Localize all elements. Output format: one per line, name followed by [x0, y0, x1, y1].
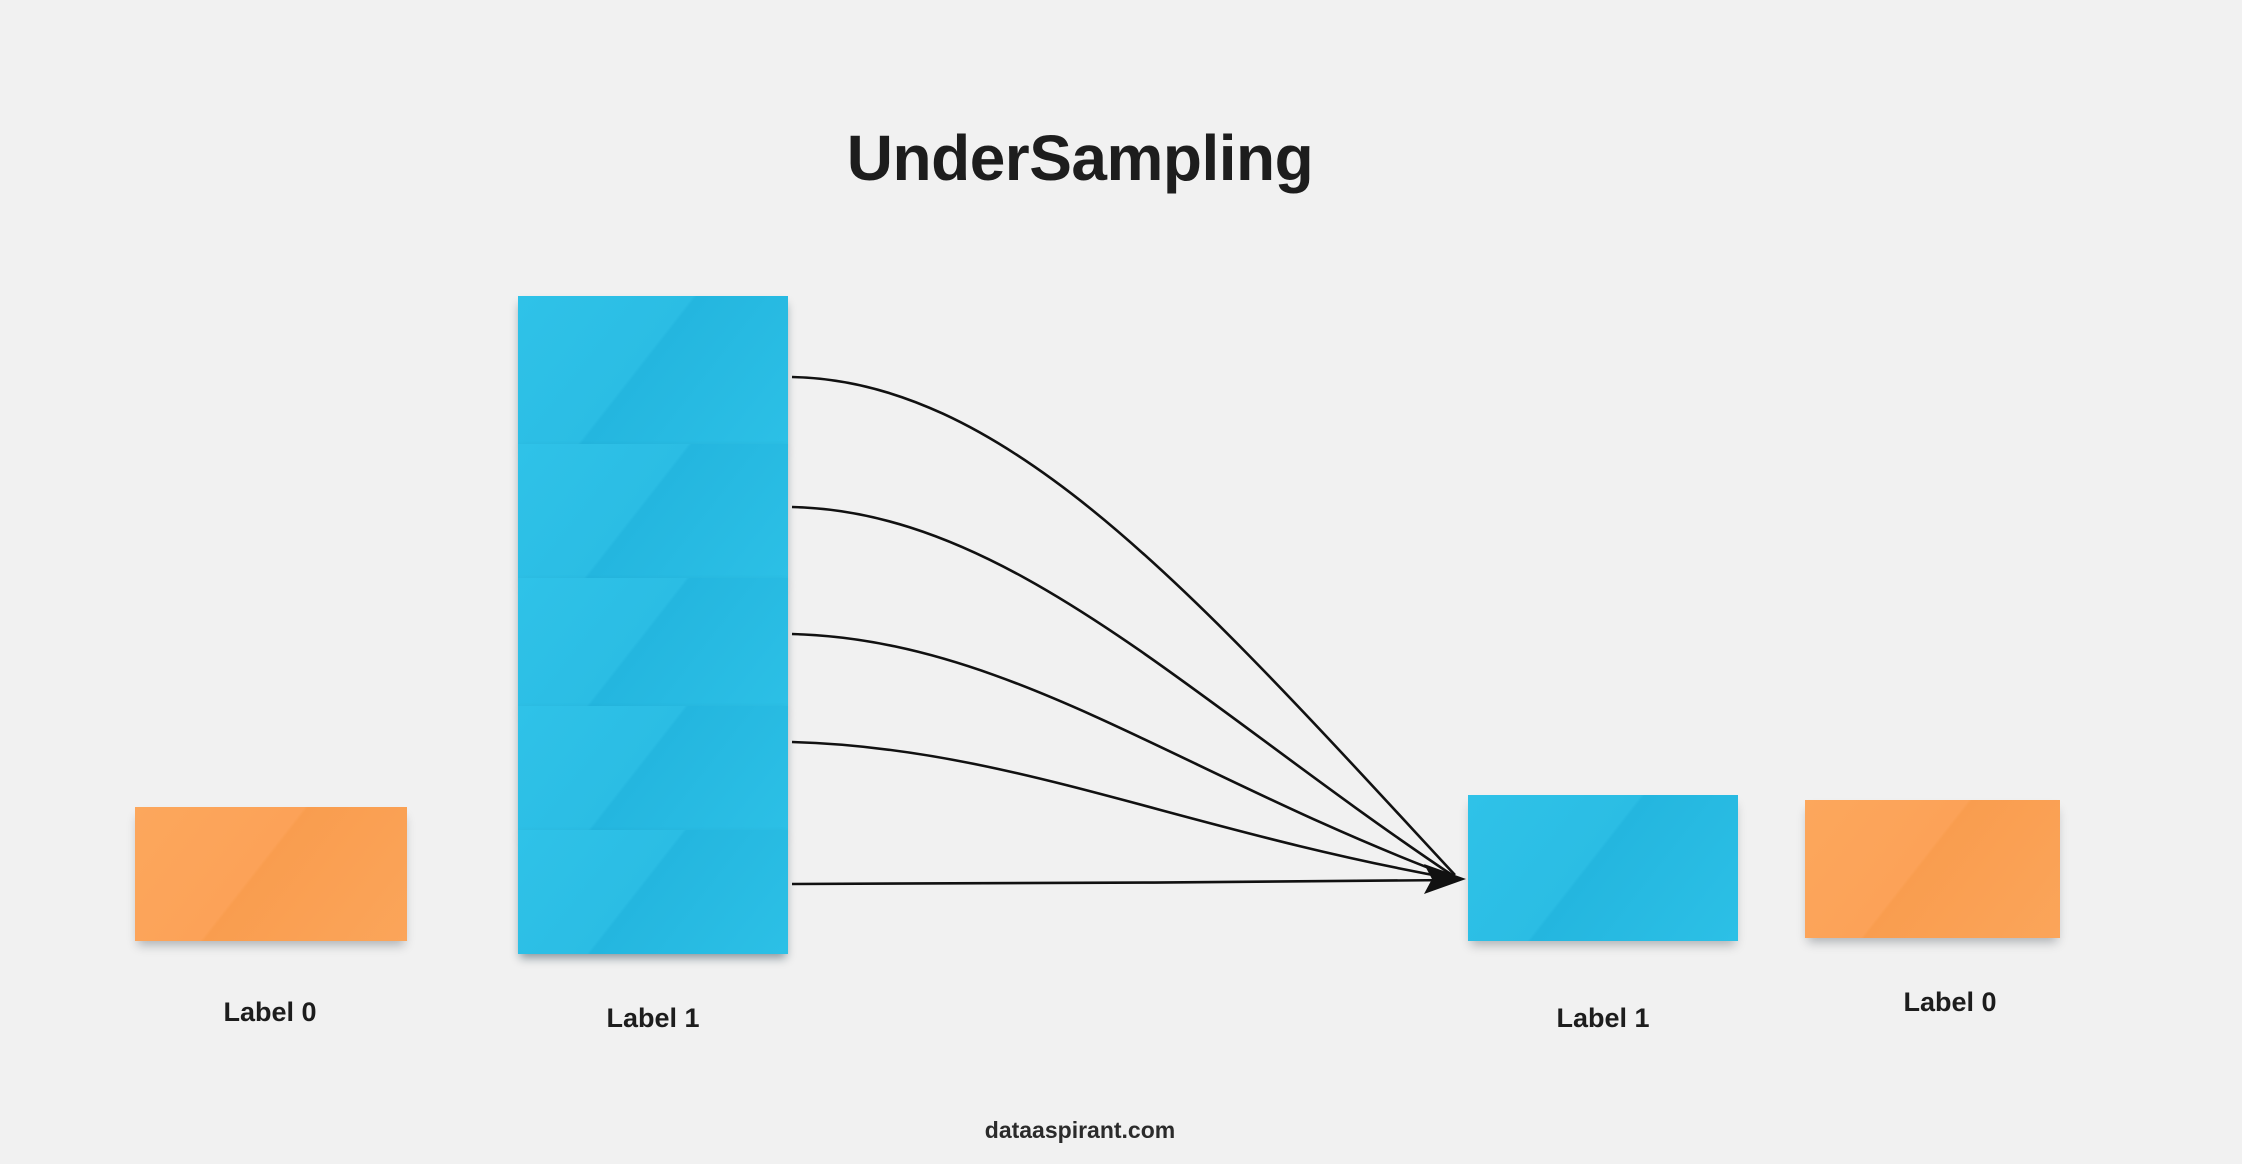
after-minority-card[interactable] [1805, 800, 2060, 938]
before-majority-stack [518, 296, 788, 954]
before-majority-card-4[interactable] [518, 706, 788, 834]
before-majority-card-5[interactable] [518, 830, 788, 954]
after-majority-group [1468, 795, 1738, 950]
before-majority-label: Label 1 [606, 1003, 700, 1033]
flow-arrow-4 [791, 740, 1456, 881]
before-minority-card[interactable] [135, 807, 407, 941]
before-majority-card-2[interactable] [518, 444, 788, 582]
page-title: UnderSampling [846, 122, 1314, 194]
before-majority-card-1[interactable] [518, 296, 788, 448]
after-majority-label: Label 1 [1556, 1003, 1650, 1033]
before-majority-card-3[interactable] [518, 578, 788, 710]
site-watermark: dataaspirant.com [984, 1117, 1176, 1143]
flow-arrow-2 [791, 505, 1456, 879]
after-minority-group [1805, 800, 2060, 948]
before-minority-label: Label 0 [223, 997, 317, 1027]
flow-arrow-3 [791, 632, 1456, 880]
flow-arrow-1 [791, 375, 1456, 876]
after-minority-label: Label 0 [1903, 987, 1997, 1017]
arrowhead-icon [1424, 864, 1466, 894]
after-majority-card[interactable] [1468, 795, 1738, 941]
flow-arrow-5 [791, 878, 1456, 886]
before-minority-group [135, 807, 407, 951]
